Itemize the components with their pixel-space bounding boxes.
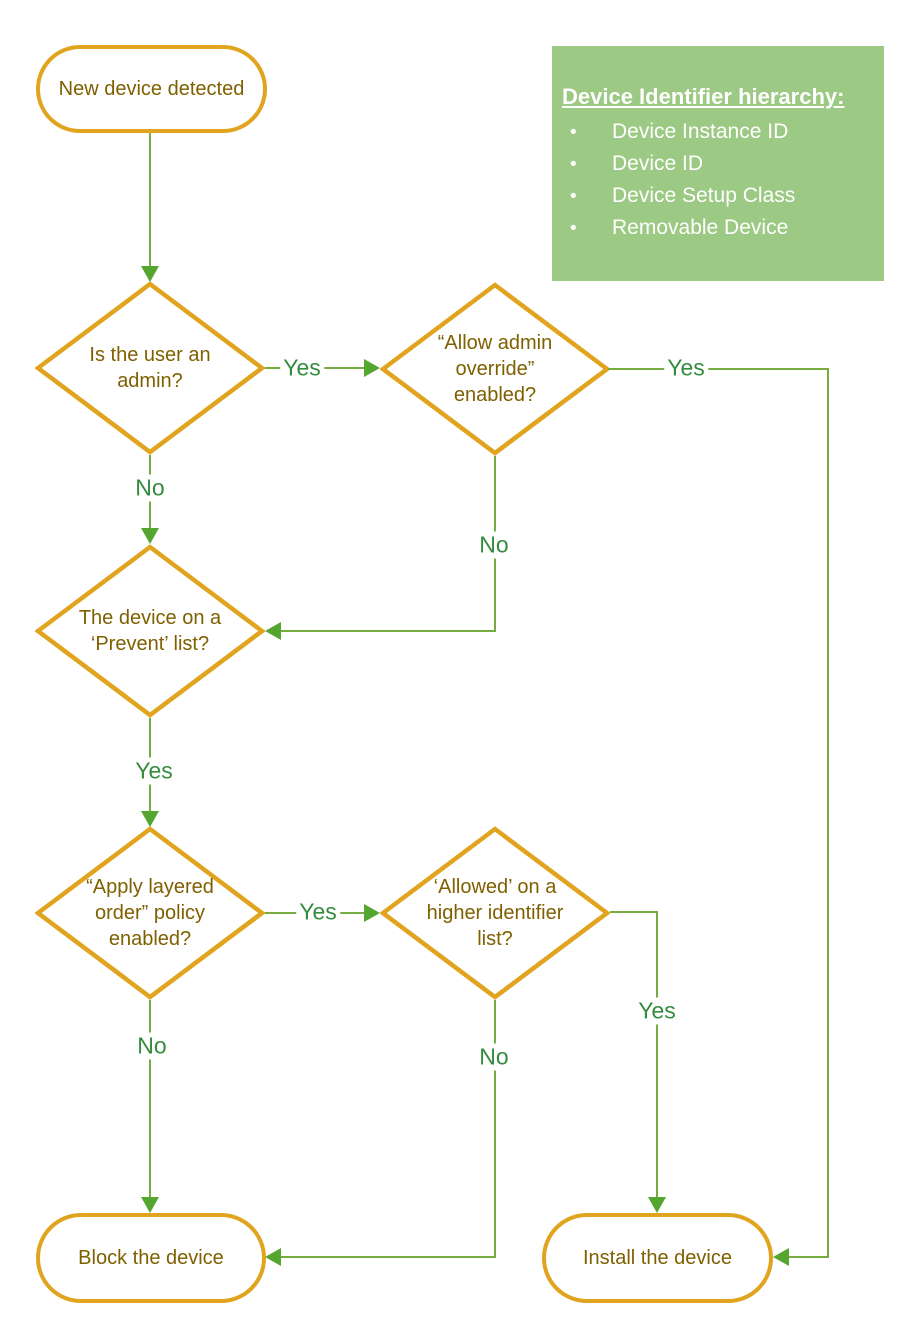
list-item: • Removable Device — [562, 216, 874, 248]
arrowhead-down-icon — [141, 811, 159, 827]
decision-is-user-admin: Is the user an admin? — [35, 281, 265, 455]
connector-higher-no-horizontal — [281, 1256, 496, 1258]
diamond-shape — [35, 281, 265, 455]
install-the-device-node: Install the device — [542, 1213, 773, 1303]
bullet-icon: • — [570, 186, 577, 207]
list-item-label: Device ID — [612, 152, 704, 175]
decision-allow-admin-override: “Allow admin override” enabled? — [380, 282, 610, 456]
decision-device-on-prevent-list: The device on a ‘Prevent’ list? — [35, 544, 265, 718]
arrowhead-right-icon — [364, 904, 380, 922]
connector-higher-no-vertical — [494, 1000, 496, 1258]
connector-override-yes-horizontal — [608, 368, 829, 370]
connector-higher-yes-vertical — [656, 911, 658, 1198]
diamond-shape — [35, 544, 265, 718]
arrowhead-down-icon — [141, 1197, 159, 1213]
node-label: Install the device — [583, 1246, 732, 1269]
list-item: • Device Setup Class — [562, 184, 874, 216]
node-label: Is the user an admin? — [89, 344, 211, 392]
panel-title: Device Identifier hierarchy: — [562, 84, 845, 109]
arrowhead-right-icon — [364, 359, 380, 377]
connector-override-yes-vertical — [827, 368, 829, 1258]
arrowhead-left-icon — [773, 1248, 789, 1266]
node-label: Block the device — [78, 1246, 224, 1269]
node-label: The device on a ‘Prevent’ list? — [78, 607, 222, 655]
connector-start-to-admin — [149, 133, 151, 267]
connector-layered-no — [149, 1000, 151, 1198]
diamond-shape — [380, 826, 610, 1000]
bullet-icon: • — [570, 122, 577, 143]
list-item: • Device ID — [562, 152, 874, 184]
edge-label-yes: Yes — [635, 997, 679, 1025]
block-the-device-node: Block the device — [36, 1213, 266, 1303]
list-item-label: Device Setup Class — [612, 184, 796, 207]
start-node-new-device-detected: New device detected — [36, 45, 267, 133]
decision-apply-layered-order: “Apply layered order” policy enabled? — [35, 826, 265, 1000]
list-item-label: Device Instance ID — [612, 120, 789, 143]
connector-override-no-horizontal — [281, 630, 496, 632]
edge-label-yes: Yes — [296, 898, 340, 926]
arrowhead-down-icon — [141, 528, 159, 544]
decision-allowed-higher-identifier: ‘Allowed’ on a higher identifier list? — [380, 826, 610, 1000]
arrowhead-down-icon — [141, 266, 159, 282]
edge-label-no: No — [476, 1043, 512, 1071]
edge-label-yes: Yes — [280, 354, 324, 382]
arrowhead-left-icon — [265, 622, 281, 640]
edge-label-no: No — [134, 1032, 170, 1060]
edge-label-yes: Yes — [664, 354, 708, 382]
bullet-icon: • — [570, 154, 577, 175]
diamond-shape — [380, 282, 610, 456]
edge-label-yes: Yes — [132, 757, 176, 785]
edge-label-no: No — [132, 474, 168, 502]
bullet-icon: • — [570, 218, 577, 239]
connector-override-yes-into-install — [787, 1256, 829, 1258]
arrowhead-left-icon — [265, 1248, 281, 1266]
list-item-label: Removable Device — [612, 216, 789, 239]
device-identifier-hierarchy-panel: Device Identifier hierarchy: • Device In… — [552, 46, 884, 281]
list-item: • Device Instance ID — [562, 120, 874, 152]
arrowhead-down-icon — [648, 1197, 666, 1213]
node-label: “Allow admin override” enabled? — [437, 332, 553, 406]
edge-label-no: No — [476, 531, 512, 559]
node-label: ‘Allowed’ on a higher identifier list? — [426, 876, 564, 950]
connector-higher-yes-horizontal — [610, 911, 657, 913]
node-label: New device detected — [58, 77, 245, 100]
node-label: “Apply layered order” policy enabled? — [86, 876, 214, 950]
diamond-shape — [35, 826, 265, 1000]
